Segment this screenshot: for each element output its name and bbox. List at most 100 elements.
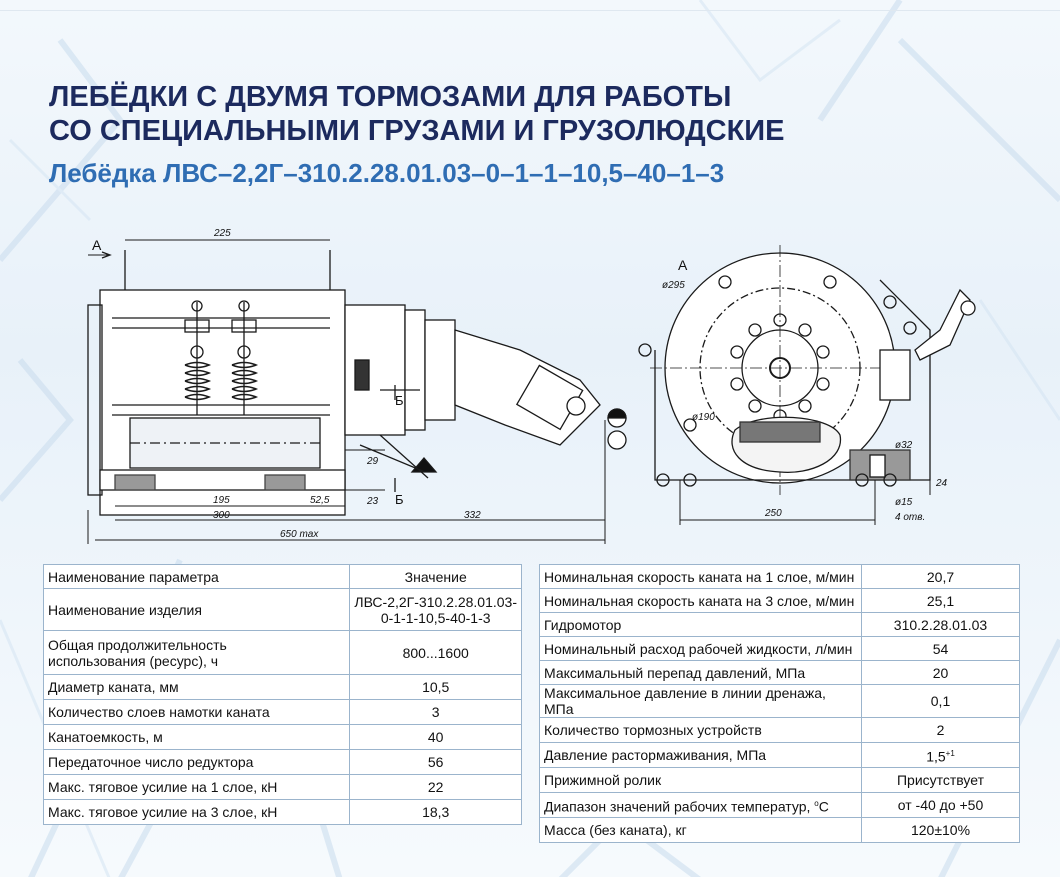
dimension-650-max: 650 max [280, 529, 319, 540]
param-name: Прижимной ролик [539, 767, 862, 793]
table-row: Диаметр каната, мм 10,5 [42, 674, 522, 700]
param-name: Канатоемкость, м [42, 724, 351, 750]
section-b-label-bottom: Б [395, 492, 404, 507]
param-value-line-1: ЛВС-2,2Г-310.2.28.01.03- [354, 593, 517, 610]
table-row: Канатоемкость, м 40 [42, 724, 522, 750]
table-row: Номинальная скорость каната на 3 слое, м… [539, 588, 1020, 613]
param-value: 310.2.28.01.03 [861, 612, 1020, 637]
table-row: Максимальное давление в линии дренажа, М… [539, 684, 1020, 718]
table-row: Прижимной ролик Присутствует [539, 767, 1020, 793]
dimension-24: 24 [935, 478, 948, 489]
table-row: Номинальный расход рабочей жидкости, л/м… [539, 636, 1020, 661]
param-value: 3 [349, 699, 522, 725]
param-value-main: 1,5 [926, 748, 946, 765]
table-row: Общая продолжительность использования (р… [42, 630, 522, 675]
param-value: 22 [349, 774, 522, 800]
param-value: 40 [349, 724, 522, 750]
dimension-52-5: 52,5 [310, 495, 330, 506]
dimension-4-holes: 4 отв. [895, 512, 925, 523]
table-row: Максимальный перепад давлений, МПа 20 [539, 660, 1020, 685]
param-value: 1,5+1 [861, 742, 1020, 768]
front-view-labels: А Б Б 225 29 23 195 52,5 300 332 650 max [92, 228, 481, 540]
dimension-d295: ø295 [662, 280, 685, 291]
param-value: 25,1 [861, 588, 1020, 613]
param-name: Общая продолжительность использования (р… [42, 630, 351, 675]
view-a-label-side: А [678, 257, 688, 273]
dimension-d15: ø15 [895, 497, 913, 508]
param-name: Макс. тяговое усилие на 1 слое, кН [42, 774, 351, 800]
param-value: 120±10% [861, 817, 1020, 843]
param-name: Передаточное число редуктора [42, 749, 351, 775]
spec-table-right: Номинальная скорость каната на 1 слое, м… [539, 564, 1020, 843]
dimension-d32: ø32 [895, 440, 913, 451]
param-name: Давление растормаживания, МПа [539, 742, 862, 768]
page-title: ЛЕБЁДКИ С ДВУМЯ ТОРМОЗАМИ ДЛЯ РАБОТЫ СО … [49, 80, 784, 148]
top-divider [0, 10, 1060, 11]
param-name-line-1: Общая продолжительность [48, 636, 227, 653]
param-value: от -40 до +50 [861, 792, 1020, 818]
param-name: Гидромотор [539, 612, 862, 637]
param-name: Номинальный расход рабочей жидкости, л/м… [539, 636, 862, 661]
header-value: Значение [349, 564, 522, 589]
dimension-250: 250 [764, 508, 782, 519]
table-row: Диапазон значений рабочих температур, oC… [539, 792, 1020, 818]
param-value: 54 [861, 636, 1020, 661]
side-view-drawing [607, 245, 976, 525]
param-name: Диапазон значений рабочих температур, oC [539, 792, 862, 818]
param-value: 18,3 [349, 799, 522, 825]
dimension-195: 195 [213, 495, 230, 506]
param-value: 56 [349, 749, 522, 775]
param-name: Наименование изделия [42, 588, 351, 631]
param-name: Количество тормозных устройств [539, 717, 862, 743]
dimension-300: 300 [213, 510, 230, 521]
param-value: Присутствует [861, 767, 1020, 793]
param-value: 10,5 [349, 674, 522, 700]
param-name: Количество слоев намотки каната [42, 699, 351, 725]
param-value: 20,7 [861, 564, 1020, 589]
param-name-end: C [818, 798, 829, 815]
page-title-line-1: ЛЕБЁДКИ С ДВУМЯ ТОРМОЗАМИ ДЛЯ РАБОТЫ [49, 81, 732, 113]
param-value: 0,1 [861, 684, 1020, 718]
param-name: Номинальная скорость каната на 3 слое, м… [539, 588, 862, 613]
table-row: Передаточное число редуктора 56 [42, 749, 522, 775]
dimension-d190: ø190 [692, 412, 715, 423]
table-row: Макс. тяговое усилие на 1 слое, кН 22 [42, 774, 522, 800]
param-name: Макс. тяговое усилие на 3 слое, кН [42, 799, 351, 825]
param-name: Диаметр каната, мм [42, 674, 351, 700]
param-name-sup: o [814, 798, 819, 808]
view-a-label-front: А [92, 237, 102, 253]
param-value: 800...1600 [349, 630, 522, 675]
param-value: 20 [861, 660, 1020, 685]
param-value-sup: +1 [945, 748, 955, 758]
dimension-332: 332 [464, 510, 481, 521]
section-b-label-top: Б [395, 393, 404, 408]
param-name-line-2: использования (ресурс), ч [48, 652, 219, 669]
winch-technical-drawing: А Б Б 225 29 23 195 52,5 300 332 650 max [87, 228, 976, 544]
dimension-225: 225 [213, 228, 231, 239]
param-name-main: Диапазон значений рабочих температур, [544, 798, 815, 815]
product-model-subtitle: Лебёдка ЛВС–2,2Г–310.2.28.01.03–0–1–1–10… [49, 158, 725, 188]
front-view-drawing [87, 239, 606, 544]
table-row: Макс. тяговое усилие на 3 слое, кН 18,3 [42, 799, 522, 825]
param-value: 2 [861, 717, 1020, 743]
param-name: Максимальное давление в линии дренажа, М… [539, 684, 862, 718]
side-view-labels: А ø295 ø190 ø32 24 ø15 4 отв. 250 [662, 257, 948, 523]
table-row: Гидромотор 310.2.28.01.03 [539, 612, 1020, 637]
param-name: Максимальный перепад давлений, МПа [539, 660, 862, 685]
header-parameter-name: Наименование параметра [42, 564, 351, 589]
table-row: Наименование изделия ЛВС-2,2Г-310.2.28.0… [42, 588, 522, 631]
dimension-29: 29 [366, 456, 379, 467]
table-row: Количество тормозных устройств 2 [539, 717, 1020, 743]
table-row: Масса (без каната), кг 120±10% [539, 817, 1020, 843]
param-name: Масса (без каната), кг [539, 817, 862, 843]
param-value-line-2: 0-1-1-10,5-40-1-3 [380, 609, 491, 626]
spec-table-left: Наименование параметра Значение Наименов… [42, 564, 522, 825]
param-value: ЛВС-2,2Г-310.2.28.01.03- 0-1-1-10,5-40-1… [349, 588, 522, 631]
table-row: Номинальная скорость каната на 1 слое, м… [539, 564, 1020, 589]
table-row: Давление растормаживания, МПа 1,5+1 [539, 742, 1020, 768]
page-title-line-2: СО СПЕЦИАЛЬНЫМИ ГРУЗАМИ И ГРУЗОЛЮДСКИЕ [49, 115, 785, 147]
dimension-23: 23 [366, 496, 379, 507]
param-name: Номинальная скорость каната на 1 слое, м… [539, 564, 862, 589]
table-header-row: Наименование параметра Значение [42, 564, 522, 589]
table-row: Количество слоев намотки каната 3 [42, 699, 522, 725]
